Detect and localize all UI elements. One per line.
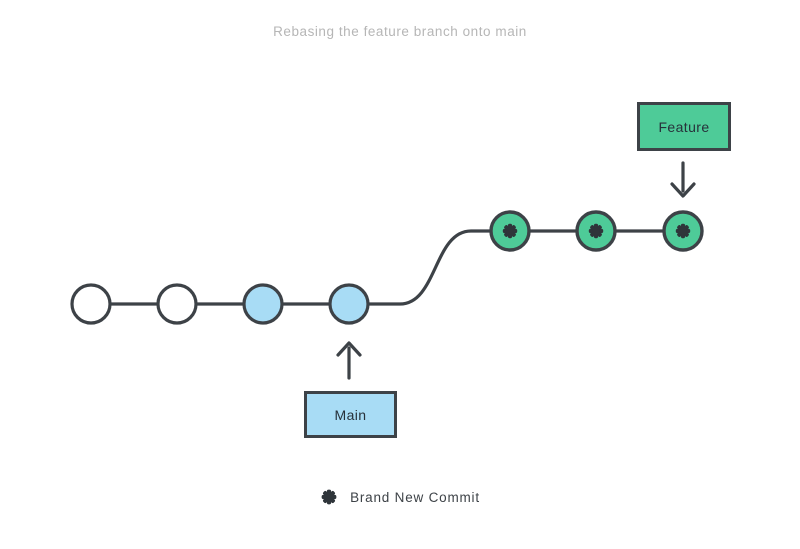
legend-label: Brand New Commit <box>350 489 480 505</box>
diagram-title: Rebasing the feature branch onto main <box>273 24 527 39</box>
legend: Brand New Commit <box>0 488 800 506</box>
commit-node-c4[interactable] <box>328 283 370 325</box>
main-branch-label[interactable]: Main <box>304 391 397 438</box>
asterisk-icon <box>588 223 604 239</box>
main-pointer-arrow-icon <box>336 341 362 380</box>
asterisk-icon <box>675 223 691 239</box>
commit-node-c1[interactable] <box>70 283 112 325</box>
main-branch-label-text: Main <box>334 406 367 423</box>
asterisk-icon <box>502 223 518 239</box>
commit-node-c3[interactable] <box>242 283 284 325</box>
feature-branch-label[interactable]: Feature <box>637 102 731 151</box>
feature-branch-label-text: Feature <box>658 118 710 135</box>
rebase-curve-connector <box>347 229 512 306</box>
feature-pointer-arrow-icon <box>670 161 696 198</box>
asterisk-icon <box>321 489 337 505</box>
commit-node-c2[interactable] <box>156 283 198 325</box>
